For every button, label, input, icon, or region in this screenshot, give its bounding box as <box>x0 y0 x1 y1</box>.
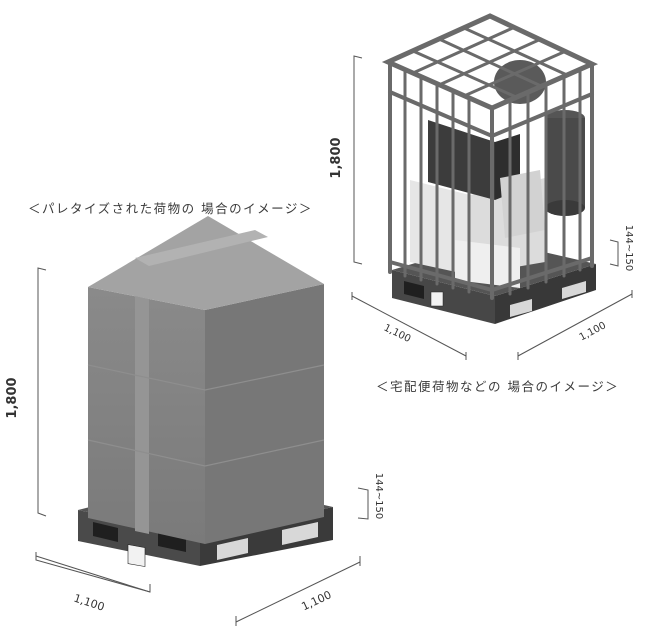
tape-front <box>135 296 149 534</box>
height-label-left: 1,800 <box>5 377 20 418</box>
cage-cart: 1,800 144~150 1,100 1,100 <box>329 13 634 360</box>
tape-top <box>135 230 268 266</box>
height-label-right: 1,800 <box>329 137 344 178</box>
width-label-left-a: 1,100 <box>72 592 106 614</box>
pallet-label-plate <box>127 544 146 567</box>
width-label-right-b: 1,100 <box>578 320 608 343</box>
height-dimension-right <box>353 55 363 265</box>
caption-parcel: ＜宅配便荷物などの 場合のイメージ＞ <box>376 379 620 394</box>
pallet-height-label-left: 144~150 <box>373 473 384 520</box>
caption-palletized: ＜パレタイズされた荷物の 場合のイメージ＞ <box>28 201 313 216</box>
pallet-height-label-right: 144~150 <box>623 225 634 272</box>
stacked-box <box>87 216 325 544</box>
height-dimension-left <box>37 267 47 517</box>
palletized-load: 1,800 144~150 1,100 1,100 <box>5 216 384 626</box>
width-label-left-b: 1,100 <box>299 588 333 613</box>
pallet-height-bracket-right <box>609 239 619 267</box>
cage-frame <box>381 13 599 300</box>
cage-label-plate <box>430 291 444 307</box>
pallet-height-bracket-left <box>357 487 369 520</box>
